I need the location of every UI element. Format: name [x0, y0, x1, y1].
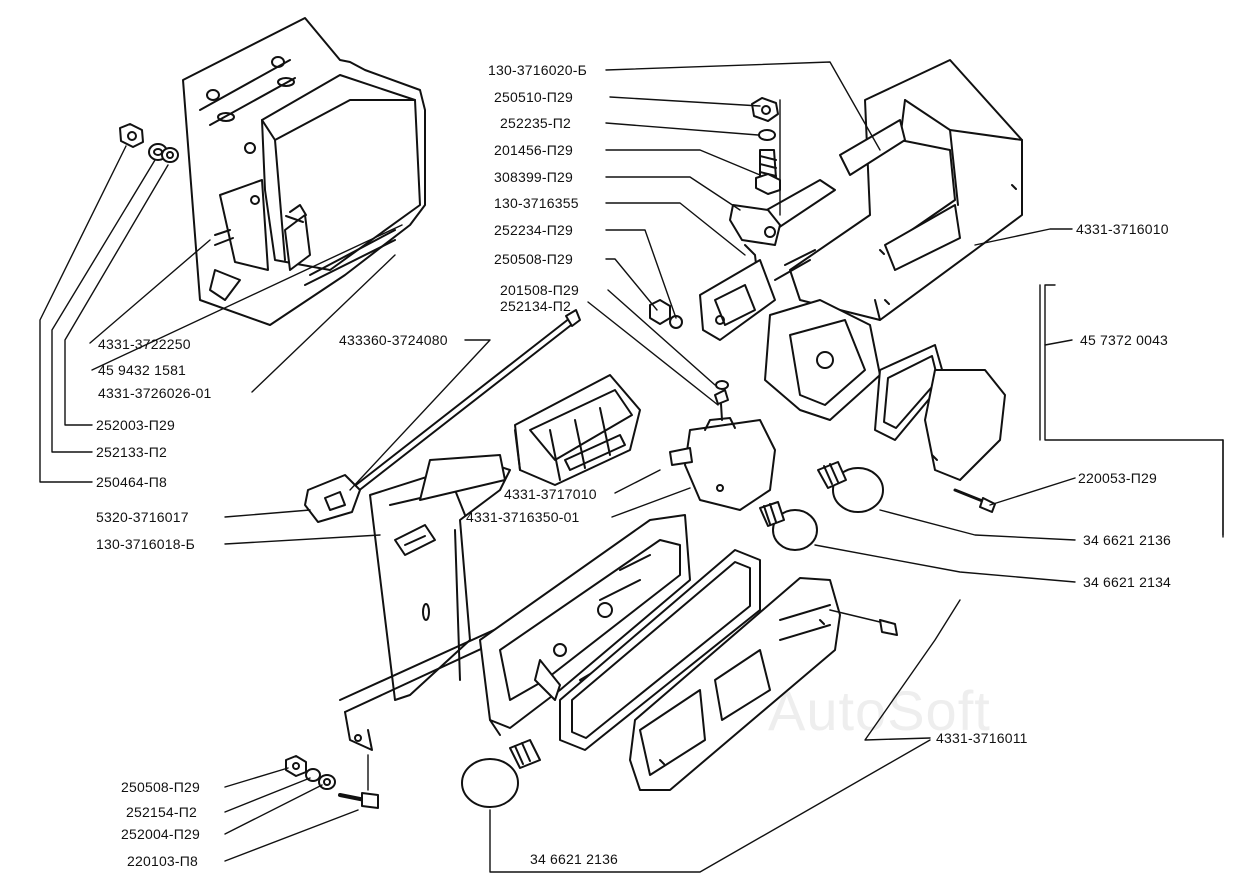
part-label: 250510-П29 [494, 89, 574, 105]
part-label: 4331-3716011 [936, 730, 1028, 746]
side-lamp-part [764, 299, 1006, 481]
leader-lines-right [489, 477, 1076, 873]
part-label: 45 9432 1581 [98, 362, 187, 378]
part-label: 250508-П29 [121, 779, 201, 795]
part-label: 130-3716355 [494, 195, 579, 211]
part-label: 250464-П8 [96, 474, 168, 490]
gasket-part [559, 549, 761, 751]
part-label: 308399-П29 [494, 169, 574, 185]
fasteners-bottomleft [285, 755, 379, 809]
screw-right [953, 488, 996, 513]
part-label: 252004-П29 [121, 826, 201, 842]
part-label: 4331-3716350-01 [466, 509, 580, 525]
part-label: 34 6621 2136 [530, 851, 619, 867]
part-label: 433360-3724080 [339, 332, 448, 348]
relay-part [514, 374, 641, 486]
watermark: AutoSoft [768, 679, 991, 742]
bulbs-right [759, 461, 884, 551]
mounting-bracket-part [339, 454, 566, 751]
leader-lines-left [39, 145, 403, 483]
part-label: 4331-3716010 [1076, 221, 1169, 237]
leader-lines-bottomleft [224, 339, 1224, 862]
part-label: 252234-П29 [494, 222, 574, 238]
part-label: 4331-3722250 [98, 336, 191, 352]
part-label: 220053-П29 [1078, 470, 1158, 486]
part-label: 34 6621 2134 [1083, 574, 1172, 590]
part-label: 252003-П29 [96, 417, 176, 433]
part-label: 252154-П2 [126, 804, 198, 820]
clip-part [304, 474, 361, 523]
part-label: 5320-3716017 [96, 509, 189, 525]
part-label: 201508-П29 [500, 282, 580, 298]
part-label: 252235-П2 [500, 115, 572, 131]
part-label: 4331-3717010 [504, 486, 597, 502]
part-label: 252133-П2 [96, 444, 168, 460]
part-label: 220103-П8 [127, 853, 199, 869]
part-label: 4331-3726026-01 [98, 385, 212, 401]
nut-washer-topleft [119, 123, 179, 163]
part-label: 201456-П29 [494, 142, 574, 158]
lens-cover-part [629, 577, 898, 791]
part-label: 252134-П2 [500, 298, 572, 314]
part-label: 45 7372 0043 [1080, 332, 1169, 348]
part-label: 130-3716018-Б [96, 536, 195, 552]
fastener-stack-top [649, 97, 781, 329]
part-label: 130-3716020-Б [488, 62, 587, 78]
part-label: 34 6621 2136 [1083, 532, 1172, 548]
relay-bracket-part [182, 17, 426, 326]
frame-member-part [699, 59, 1023, 341]
bulb-bottom [461, 739, 541, 808]
part-label: 250508-П29 [494, 251, 574, 267]
marker-lamp-part [669, 380, 776, 511]
rod-part [351, 309, 581, 493]
